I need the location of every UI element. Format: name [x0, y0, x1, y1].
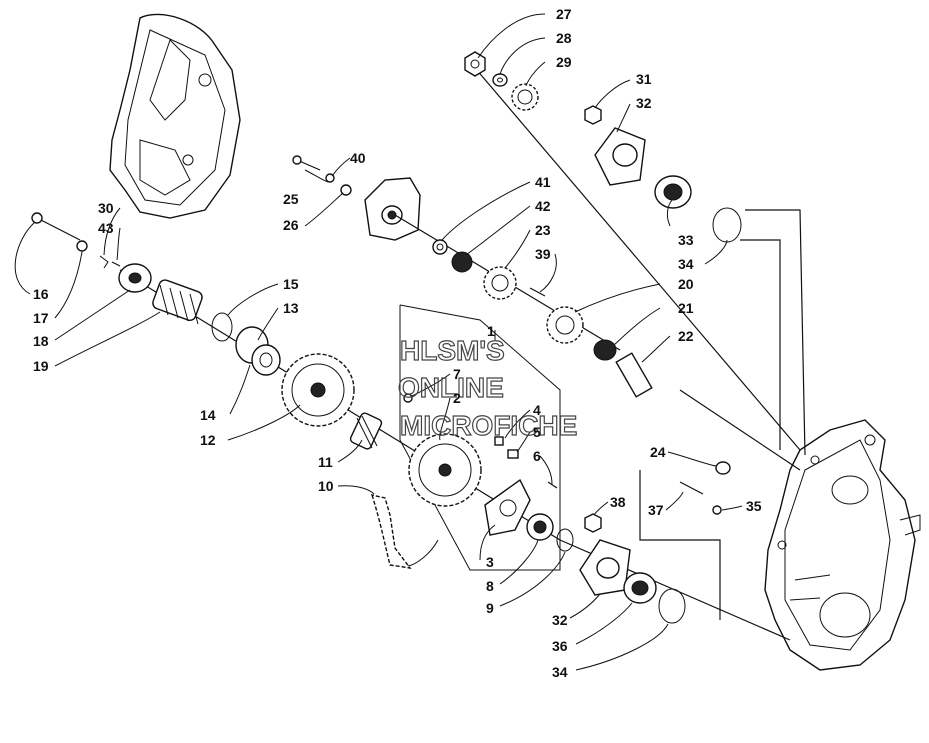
callout-34-top: 34	[678, 256, 694, 272]
spacer-22	[615, 352, 653, 398]
sprocket-12	[281, 353, 355, 427]
callout-40: 40	[350, 150, 366, 166]
spring-19	[152, 279, 203, 325]
callout-16: 16	[33, 286, 49, 302]
callout-43: 43	[98, 220, 114, 236]
callout-41: 41	[535, 174, 551, 190]
pin-6	[547, 481, 558, 489]
hub-3	[484, 478, 531, 536]
callout-20: 20	[678, 276, 694, 292]
bearing-8	[526, 513, 554, 541]
gearcase-housing-right	[764, 419, 921, 671]
bushing-21	[593, 339, 617, 361]
callout-11: 11	[318, 454, 333, 470]
washer-35	[712, 505, 722, 515]
bushing-42	[451, 251, 473, 273]
sprocket-29	[511, 83, 539, 111]
pin-39	[529, 287, 546, 297]
callout-7: 7	[453, 366, 461, 382]
callout-26: 26	[283, 217, 299, 233]
leader-lines	[14, 13, 743, 671]
callout-28: 28	[556, 30, 572, 46]
sprocket-2	[408, 433, 482, 507]
callout-33: 33	[678, 232, 694, 248]
callout-39: 39	[535, 246, 551, 262]
callout-15: 15	[283, 276, 299, 292]
bearing-36	[623, 572, 657, 604]
callout-6: 6	[533, 448, 541, 464]
callout-18: 18	[33, 333, 49, 349]
callout-23: 23	[535, 222, 551, 238]
callout-32-bottom: 32	[552, 612, 568, 628]
bearing-flange-32-bottom	[579, 539, 631, 596]
callout-8: 8	[486, 578, 494, 594]
bolts-4-5	[494, 436, 519, 459]
bearing-bracket-top	[364, 177, 421, 241]
callout-37: 37	[648, 502, 664, 518]
callout-13: 13	[283, 300, 299, 316]
callout-2: 2	[453, 390, 461, 406]
watermark-line-3: MICROFICHE	[400, 410, 577, 441]
callout-10: 10	[318, 478, 334, 494]
watermark: HLSM'S ONLINE MICROFICHE	[397, 334, 578, 441]
callout-25: 25	[283, 191, 299, 207]
callout-9: 9	[486, 600, 494, 616]
snap-ring-15	[211, 312, 233, 342]
washer-26	[340, 184, 352, 196]
callout-17: 17	[33, 310, 49, 326]
callout-19: 19	[33, 358, 49, 374]
callout-4: 4	[533, 402, 541, 418]
callout-36: 36	[552, 638, 568, 654]
callout-29: 29	[556, 54, 572, 70]
callout-31: 31	[636, 71, 652, 87]
snap-ring-34-top	[712, 207, 742, 243]
nut-31	[584, 105, 602, 125]
assembly-frame-1	[399, 304, 561, 571]
watermark-line-1: HLSM'S	[400, 335, 505, 366]
nut-38	[584, 513, 602, 533]
callout-42: 42	[535, 198, 551, 214]
callout-3: 3	[486, 554, 494, 570]
washer-41	[432, 239, 448, 255]
sprocket-20	[546, 306, 584, 344]
callout-numbers: 27 28 29 31 32 40 25 26 41 42 23 39 33 3…	[33, 6, 762, 680]
bolt-25	[292, 155, 321, 171]
callout-1: 1	[487, 323, 495, 339]
callout-14: 14	[200, 407, 216, 423]
snap-ring-34-bottom	[658, 588, 686, 624]
pin-43	[111, 261, 121, 267]
stud-37	[679, 481, 704, 495]
callout-30: 30	[98, 200, 114, 216]
case-cover-left	[109, 13, 241, 219]
callout-35: 35	[746, 498, 762, 514]
callout-32-top: 32	[636, 95, 652, 111]
bolt-7	[403, 393, 413, 403]
bolt-16	[31, 212, 81, 241]
sprocket-23	[483, 266, 517, 300]
callout-21: 21	[678, 300, 694, 316]
callout-12: 12	[200, 432, 216, 448]
snap-ring-9	[556, 528, 574, 552]
nut-27	[464, 51, 486, 77]
callout-22: 22	[678, 328, 694, 344]
callout-34-bottom: 34	[552, 664, 568, 680]
callout-5: 5	[533, 424, 541, 440]
washer-17	[76, 240, 88, 252]
cap-18	[118, 263, 152, 293]
watermark-line-2: ONLINE	[398, 372, 504, 403]
callout-24: 24	[650, 444, 666, 460]
bearing-flange-32-top	[594, 127, 646, 186]
washer-24	[715, 461, 731, 475]
bearing-13-14	[235, 326, 281, 376]
callout-27: 27	[556, 6, 572, 22]
bearing-33	[654, 175, 692, 209]
chain-10	[370, 494, 412, 569]
clip-30	[99, 255, 109, 269]
washer-28	[492, 73, 508, 87]
gear-11	[349, 412, 383, 450]
callout-38: 38	[610, 494, 626, 510]
